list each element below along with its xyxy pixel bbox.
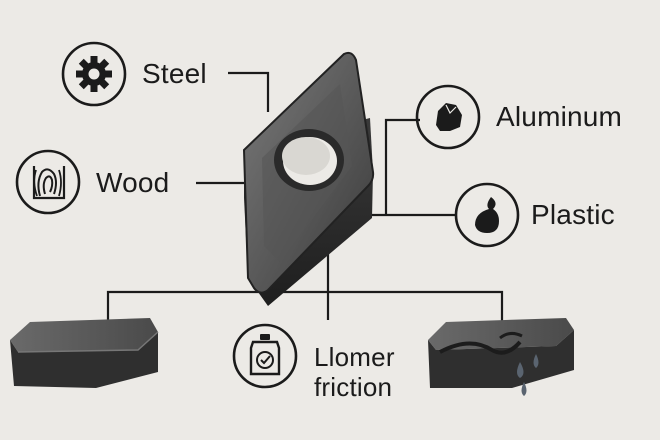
connector-right-block	[328, 290, 504, 322]
left-block	[10, 318, 159, 388]
connector-left-block	[106, 290, 328, 320]
plastic-blob-icon	[454, 182, 520, 248]
insert-hole-shade	[282, 137, 330, 175]
droplet-3	[521, 382, 527, 396]
droplet-2	[533, 354, 539, 368]
right-block	[428, 318, 574, 396]
label-steel: Steel	[142, 58, 207, 89]
wood-grain-icon	[15, 149, 81, 215]
label-wood: Wood	[96, 167, 170, 198]
gear-icon	[61, 41, 127, 107]
cutting-insert	[242, 51, 375, 306]
droplet-1	[517, 362, 524, 378]
label-friction-line1: Llomer	[314, 342, 395, 372]
connector-lines	[106, 71, 504, 322]
connector-aluminum	[384, 118, 420, 215]
label-plastic: Plastic	[531, 199, 615, 230]
rock-chunk-icon	[415, 84, 481, 150]
bottle-check-icon	[232, 323, 298, 389]
label-friction-line2: friction	[314, 372, 393, 402]
connector-steel	[228, 71, 270, 112]
label-aluminum: Aluminum	[496, 101, 623, 132]
